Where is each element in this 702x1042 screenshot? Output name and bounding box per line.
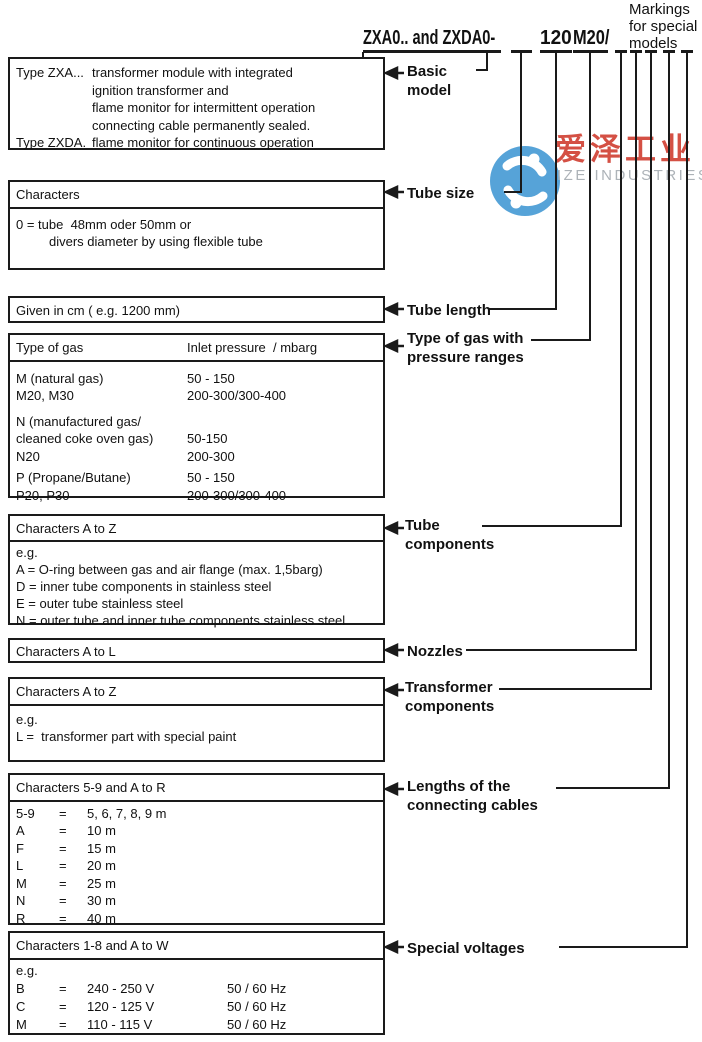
gas-table-header: Type of gas Inlet pressure / mbarg [10, 335, 383, 362]
example-label: e.g. [16, 963, 38, 978]
box-transformer-components: Characters A to Z e.g. L = transformer p… [8, 677, 385, 762]
box-header: Characters [10, 182, 383, 209]
arrow-tube-length [382, 302, 404, 316]
arrow-transformer-components [382, 683, 404, 697]
arrow-special-voltages [382, 940, 404, 954]
label-cable-lengths: Lengths of the connecting cables [407, 778, 538, 814]
label-nozzles: Nozzles [407, 643, 463, 660]
ize-logo-icon [490, 146, 560, 216]
connector-cable-lengths [556, 53, 670, 789]
connector-transformer-components [499, 53, 652, 690]
cable-row: A=10 m [16, 823, 116, 838]
basic-row-zxda: Type ZXDA. flame monitor for continuous … [16, 135, 314, 150]
cable-row: L=20 m [16, 858, 116, 873]
gas-row: cleaned coke oven gas)50-150 [16, 431, 228, 446]
cable-row: M=25 m [16, 875, 116, 891]
label-tube-length: Tube length [407, 302, 491, 319]
markings-note-line: for special [629, 18, 698, 35]
arrow-gas [382, 339, 404, 353]
box-tube-length: Given in cm ( e.g. 1200 mm) [8, 296, 385, 323]
gas-row: M (natural gas)50 - 150 [16, 370, 235, 386]
box-special-voltages: Characters 1-8 and A to W e.g. B=240 - 2… [8, 931, 385, 1035]
label-tube-size: Tube size [407, 185, 475, 202]
watermark-en-text: IZE INDUSTRIES [557, 167, 702, 184]
gas-row: P (Propane/Butane)50 - 150 [16, 470, 235, 485]
arrow-nozzles [382, 643, 404, 657]
model-code-tube-length: 120 [540, 27, 572, 49]
cable-row: R=40 m [16, 910, 116, 926]
arrow-basic-model [382, 66, 404, 80]
cable-row: 5-9=5, 6, 7, 8, 9 m [16, 805, 167, 821]
markings-note: Markings for special models [629, 1, 697, 52]
label-gas: Type of gas with pressure ranges [407, 330, 524, 366]
markings-note-line: Markings [629, 1, 690, 18]
box-header: Characters A to Z [10, 679, 383, 706]
box-header: Characters 5-9 and A to R [10, 775, 383, 802]
connector-special-voltages [559, 53, 688, 948]
model-code-basic: ZXA0.. and ZXDA0- [363, 27, 496, 49]
basic-row-zxa: Type ZXA... transformer module with inte… [16, 65, 316, 133]
cable-row: N=30 m [16, 893, 116, 908]
cable-row: F=15 m [16, 840, 116, 856]
box-tube-size: Characters 0 = tube 48mm oder 50mm or di… [8, 180, 385, 270]
label-special-voltages: Special voltages [407, 940, 525, 957]
label-basic-model: Basic model [407, 63, 452, 99]
box-gas: Type of gas Inlet pressure / mbarg M (na… [8, 333, 385, 503]
box-header: Characters 1-8 and A to W [10, 933, 383, 960]
label-arrows [382, 66, 404, 954]
arrow-tube-size [382, 185, 404, 199]
box-cable-lengths: Characters 5-9 and A to R 5-9=5, 6, 7, 8… [8, 773, 385, 926]
box-basic-model: Type ZXA... transformer module with inte… [8, 57, 385, 150]
model-code-gas: M20/ [573, 27, 610, 49]
label-transformer-components: Transformer components [405, 679, 495, 715]
label-tube-components: Tube components [405, 517, 495, 553]
connector-tube-length [488, 53, 557, 310]
arrow-tube-components [382, 521, 404, 535]
connector-tube-size [504, 53, 522, 193]
connector-gas [531, 53, 591, 341]
connector-basic-model [476, 53, 488, 71]
markings-note-line: models [629, 35, 678, 52]
type-key: Type ZXA... [16, 65, 84, 80]
gas-row: N (manufactured gas/ [16, 413, 142, 429]
box-header: Characters A to Z [10, 516, 383, 542]
box-nozzles: Characters A to L [8, 638, 385, 663]
box-tube-components: Characters A to Z e.g. A = O-ring betwee… [8, 514, 385, 628]
connector-nozzles [466, 53, 637, 651]
type-key: Type ZXDA. [16, 135, 87, 150]
arrow-cable-lengths [382, 782, 404, 796]
code-underlines [363, 50, 693, 53]
connector-tube-components [482, 53, 622, 527]
